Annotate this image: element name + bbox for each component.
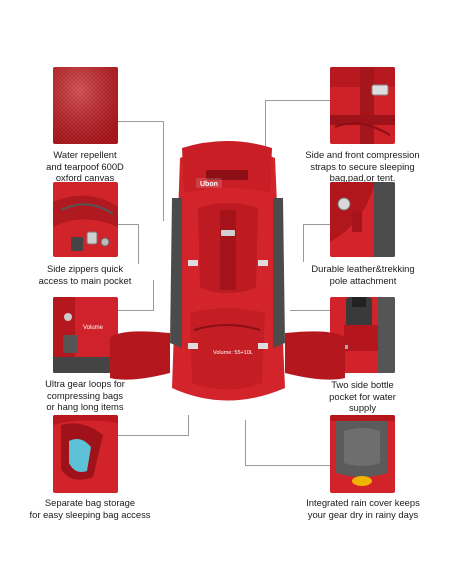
leader-line-bottle-h <box>290 310 330 311</box>
compression-caption: Side and front compression straps to sec… <box>305 149 420 183</box>
leader-line-waterproof-h <box>118 121 163 122</box>
gear-loop-image: Volume <box>53 297 118 373</box>
rain-cover-caption: Integrated rain cover keeps your gear dr… <box>306 497 420 520</box>
waterproof-caption: Water repellent and tearpoof 600D oxford… <box>46 149 124 183</box>
leader-line-pole-h <box>303 224 330 225</box>
compression-strap-image <box>330 67 395 144</box>
backpack-volume-text: Volume: 55+10L <box>213 350 253 356</box>
sleeping-bag-image <box>53 415 118 493</box>
leather-pole-caption: Durable leather&trekking pole attachment <box>311 263 415 286</box>
leader-line-gear-v <box>153 280 154 311</box>
side-zipper-image <box>53 182 118 257</box>
leader-line-rain-v <box>245 420 246 466</box>
leader-line-compression-v <box>265 100 266 160</box>
leader-line-compression-h <box>265 100 330 101</box>
leader-line-rain-h <box>245 465 330 466</box>
side-zippers-caption: Side zippers quick access to main pocket <box>38 263 132 286</box>
leader-line-zippers-v <box>138 224 139 264</box>
bottle-pocket-image <box>330 297 395 373</box>
leader-line-pole-v <box>303 224 304 262</box>
pole-attachment-image <box>330 182 395 257</box>
gear-loops-caption: Ultra gear loops for compressing bags or… <box>45 378 125 412</box>
leader-line-gear-h <box>118 310 153 311</box>
leader-line-waterproof-v <box>163 121 164 221</box>
leader-line-sleeping-h <box>118 435 188 436</box>
waterproof-fabric-image <box>53 67 118 144</box>
backpack-illustration: Ubon Volume: 55+10L <box>110 138 345 428</box>
gear-loop-volume-text: Volume <box>83 325 104 331</box>
rain-cover-image <box>330 415 395 493</box>
leader-line-sleeping-v <box>188 415 189 436</box>
bottle-pocket-caption: Two side bottle pocket for water supply <box>329 379 396 413</box>
backpack-brand-text: Ubon <box>200 181 218 188</box>
sleeping-bag-caption: Separate bag storage for easy sleeping b… <box>29 497 151 520</box>
leader-line-zippers-h <box>118 224 138 225</box>
